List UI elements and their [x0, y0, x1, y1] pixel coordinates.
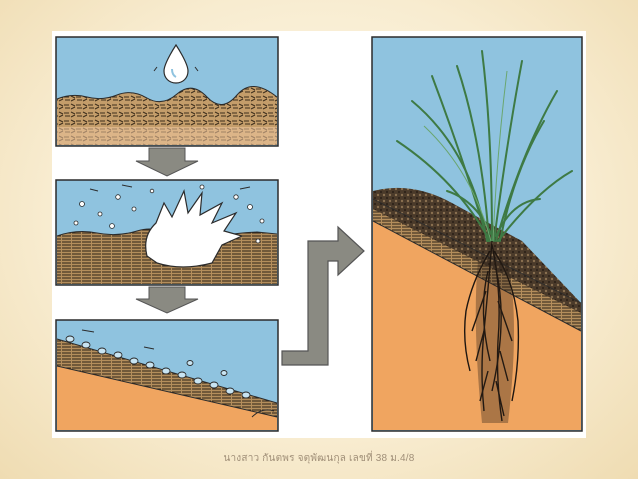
raindrop-icon: [163, 43, 189, 84]
root-system: [463, 240, 520, 422]
runoff-particles: [65, 335, 251, 399]
soil-erosion-illustration: [52, 31, 586, 438]
slide-caption: นางสาว กันตพร จตุพัฒนกุล เลขที่ 38 ม.4/8: [223, 453, 415, 464]
grass-plant-icon: [396, 50, 573, 242]
arrow-down-icon: [135, 286, 199, 314]
panel-runoff: [55, 319, 279, 432]
panel-raindrop: [55, 36, 279, 147]
arrow-down-icon: [135, 147, 199, 177]
arrow-right-icon: [281, 225, 365, 366]
panel-plant-roots: [371, 36, 583, 432]
panel-splash: [55, 179, 279, 286]
splash-crater: [145, 189, 244, 268]
splash-droplets: [73, 184, 265, 244]
